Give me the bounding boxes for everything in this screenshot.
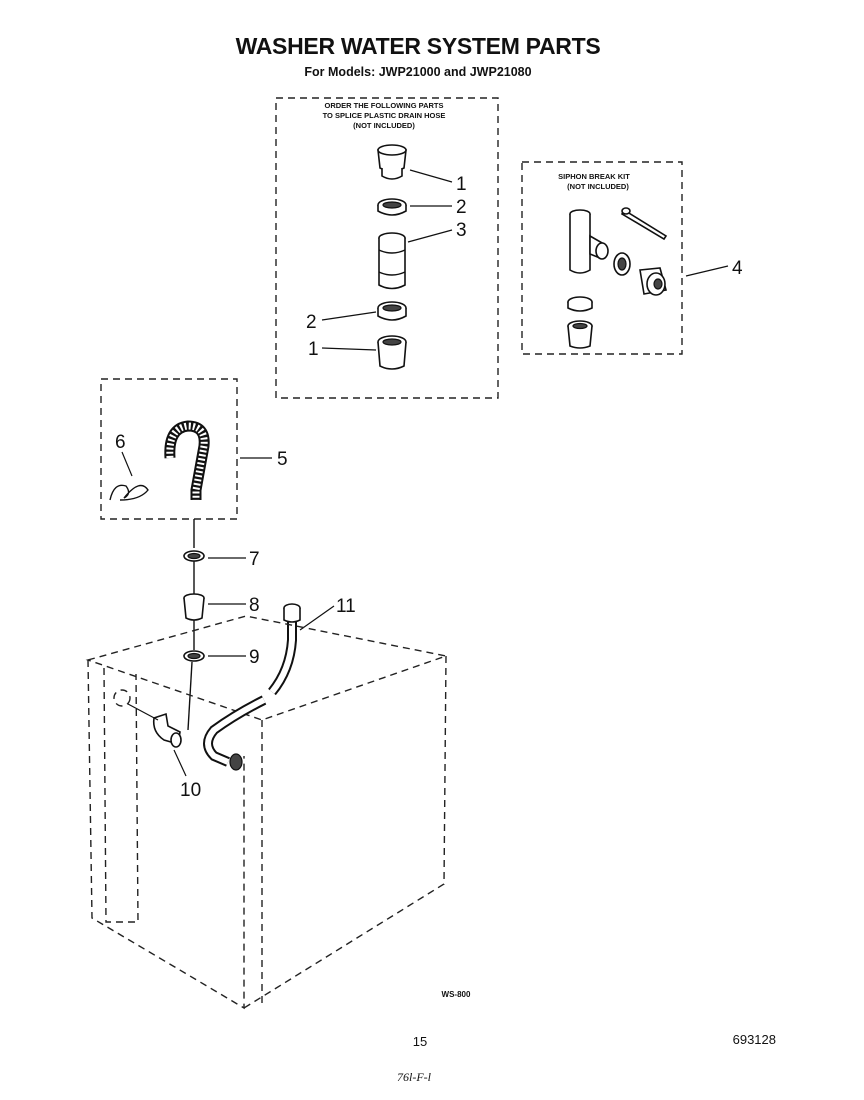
tie-strap [620, 207, 668, 241]
callout-10: 10 [180, 780, 201, 801]
pump-elbow-part-10 [152, 712, 182, 748]
connector-part-8 [183, 593, 205, 621]
connector-part-1-top [377, 144, 407, 180]
splice-parts-box [275, 97, 499, 399]
page-number: 15 [413, 1034, 427, 1049]
siphon-note-line2: (NOT INCLUDED) [567, 182, 629, 191]
callout-7: 7 [249, 549, 260, 570]
siphon-lower-parts [567, 296, 593, 349]
hose-clip [109, 484, 149, 501]
siphon-valve [639, 267, 668, 296]
part-number: 693128 [733, 1032, 776, 1047]
hose-connection-group: 7 8 9 [183, 519, 260, 731]
siphon-note-line1: SIPHON BREAK KIT [558, 172, 630, 181]
corrugated-drain-hose [166, 422, 208, 500]
connector-part-1-bottom [377, 335, 407, 370]
diagram-code: WS-800 [442, 990, 471, 999]
handwritten-code: 76l-F-l [397, 1070, 432, 1084]
clamp-part-2-bottom [377, 301, 407, 321]
callout-1-bottom: 1 [308, 339, 319, 360]
callout-8: 8 [249, 595, 260, 616]
clamp-part-2-top [377, 198, 407, 216]
drain-hose-box [100, 378, 238, 520]
callout-5: 5 [277, 449, 288, 470]
splice-parts-group: ORDER THE FOLLOWING PARTS TO SPLICE PLAS… [275, 97, 499, 399]
callout-2-top: 2 [456, 197, 467, 218]
callout-1-top: 1 [456, 174, 467, 195]
inlet-hose [269, 620, 295, 694]
splice-note-line2: TO SPLICE PLASTIC DRAIN HOSE [323, 111, 446, 120]
callout-11: 11 [336, 596, 356, 617]
internal-fill-hose [205, 697, 266, 765]
page-title: WASHER WATER SYSTEM PARTS [236, 33, 601, 59]
drain-hose-group: 6 5 [100, 378, 288, 520]
callout-3: 3 [456, 220, 467, 241]
washer-cabinet: 10 [85, 615, 449, 1010]
siphon-kit-group: SIPHON BREAK KIT (NOT INCLUDED) [521, 161, 743, 355]
siphon-tee [569, 209, 609, 274]
splice-note-line3: (NOT INCLUDED) [353, 121, 415, 130]
callout-2-bottom: 2 [306, 312, 317, 333]
inlet-hose-group: 11 [268, 596, 356, 696]
callout-6: 6 [115, 432, 126, 453]
coupling-part-3 [378, 232, 406, 290]
callout-4: 4 [732, 258, 743, 279]
splice-note-line1: ORDER THE FOLLOWING PARTS [324, 101, 443, 110]
siphon-kit-box [521, 161, 683, 355]
page-subtitle: For Models: JWP21000 and JWP21080 [304, 65, 531, 79]
callout-9: 9 [249, 647, 260, 668]
